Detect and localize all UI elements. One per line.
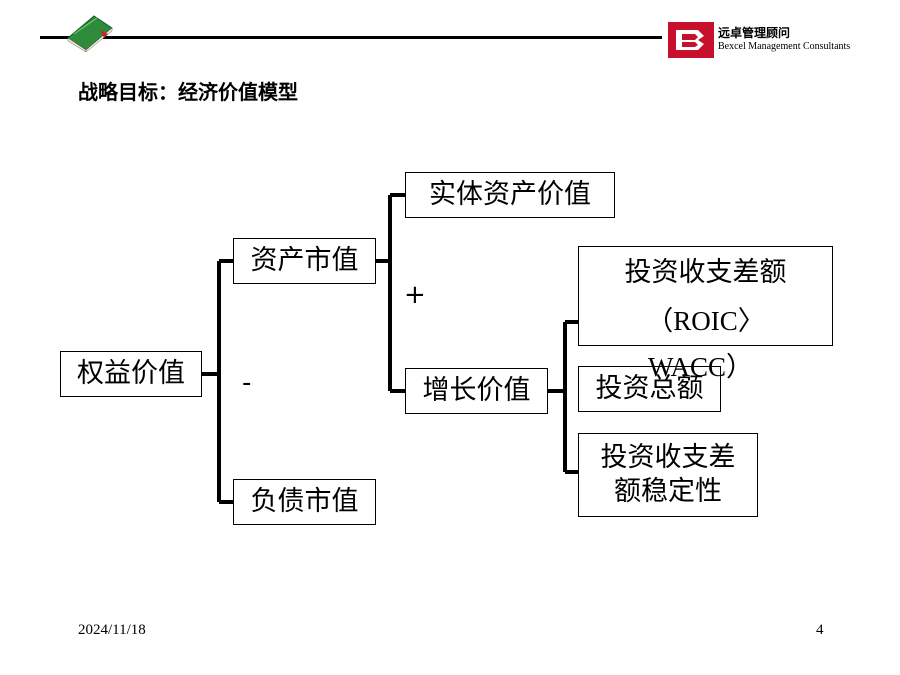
- minus-operator: -: [242, 368, 252, 398]
- debt-market-value-node: 负债市值: [233, 479, 376, 525]
- investment-total-label: 投资总额: [595, 372, 704, 404]
- plus-operator: +: [404, 280, 426, 310]
- page-title: 战略目标：经济价值模型: [78, 80, 298, 104]
- logo-mark-icon: [668, 22, 714, 58]
- equity-value-label: 权益价值: [77, 357, 185, 389]
- spread-stability-node: 投资收支差 额稳定性: [578, 433, 758, 517]
- asset-market-value-label: 资产市值: [250, 244, 359, 276]
- growth-value-node: 增长价值: [405, 368, 548, 414]
- debt-market-value-label: 负债市值: [250, 485, 359, 517]
- page-number: 4: [816, 622, 824, 638]
- equity-value-node: 权益价值: [60, 351, 202, 397]
- investment-spread-node: 投资收支差额 （ROIC〉: [578, 246, 833, 346]
- spread-stability-label-line2: 额稳定性: [614, 476, 722, 507]
- spread-stability-label-line1: 投资收支差: [600, 442, 736, 474]
- book-icon: [67, 15, 113, 52]
- logo-chinese-name: 远卓管理顾问: [718, 26, 791, 40]
- company-logo: 远卓管理顾问 Bexcel Management Consultants: [668, 22, 898, 58]
- growth-value-label: 增长价值: [422, 374, 531, 406]
- investment-spread-overflow-text: WACC）: [648, 352, 754, 382]
- asset-market-value-node: 资产市值: [233, 238, 376, 284]
- entity-asset-value-node: 实体资产价值: [405, 172, 615, 218]
- investment-spread-condition: （ROIC〉: [646, 306, 765, 337]
- logo-english-name: Bexcel Management Consultants: [718, 41, 851, 52]
- entity-asset-value-label: 实体资产价值: [429, 178, 591, 210]
- investment-total-node: 投资总额: [578, 366, 721, 412]
- investment-spread-label: 投资收支差额: [624, 257, 787, 288]
- footer-date: 2024/11/18: [78, 622, 146, 638]
- header-rule: [40, 36, 662, 39]
